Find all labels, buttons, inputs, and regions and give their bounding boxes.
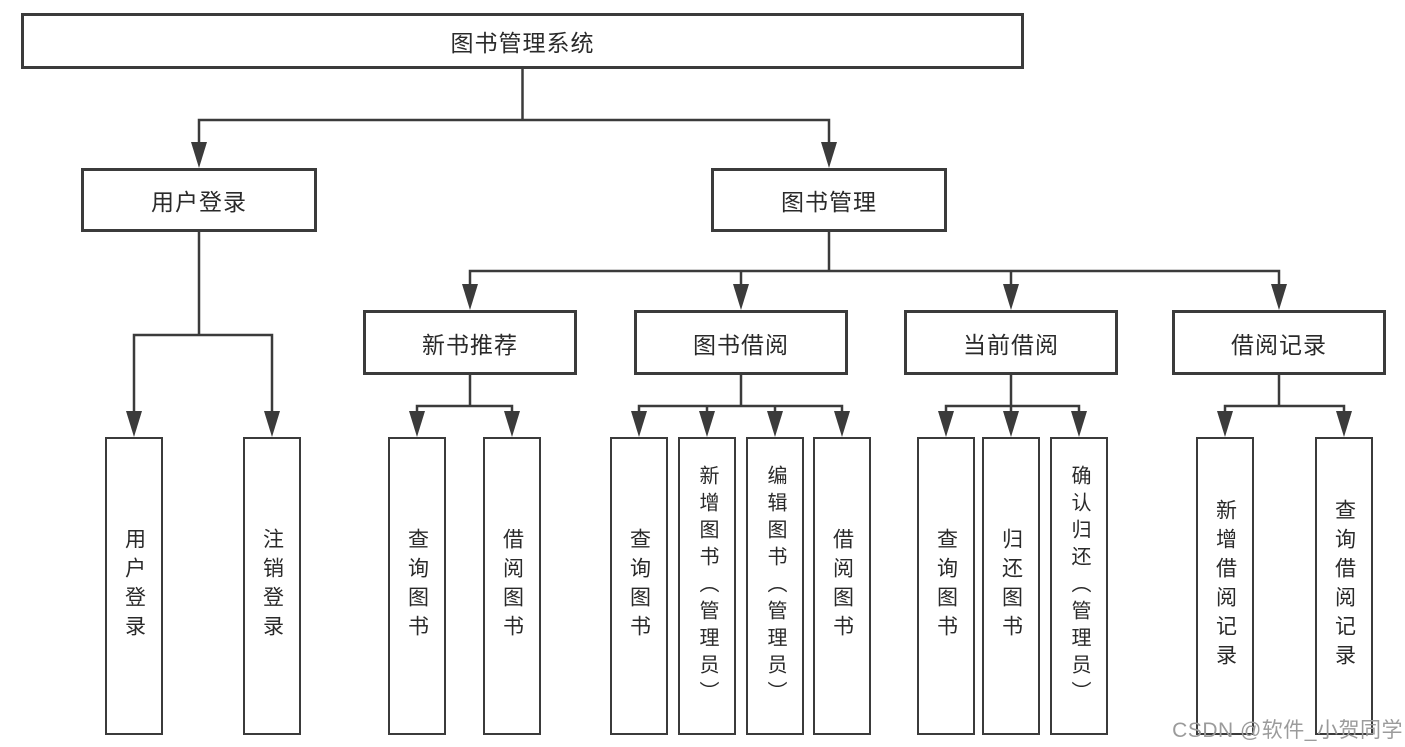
arrowhead-icon	[191, 142, 207, 168]
arrowhead-icon	[938, 411, 954, 437]
arrowhead-icon	[1071, 411, 1087, 437]
node-user-login: 用户登录	[81, 168, 317, 232]
connector-records-to-leaves	[1223, 373, 1346, 416]
arrowhead-icon	[462, 284, 478, 310]
node-current-borrow: 当前借阅	[904, 310, 1118, 375]
arrowhead-icon	[1217, 411, 1233, 437]
arrowhead-icon	[834, 411, 850, 437]
csdn-watermark: CSDN @软件_小贺同学	[1172, 719, 1403, 742]
leaf-borrow-books-recommend: 借阅图书	[483, 437, 541, 735]
connector-login-to-leaves	[132, 230, 274, 416]
leaf-edit-books-admin: 编辑图书（管理员）	[746, 437, 804, 735]
leaf-user-login: 用户登录	[105, 437, 163, 735]
arrowhead-icon	[767, 411, 783, 437]
node-book-management: 图书管理	[711, 168, 947, 232]
leaf-logout: 注销登录	[243, 437, 301, 735]
arrowhead-icon	[821, 142, 837, 168]
arrowhead-icon	[733, 284, 749, 310]
arrowheads	[126, 142, 1352, 437]
leaf-query-borrow-record: 查询借阅记录	[1315, 437, 1373, 735]
node-new-book-recommend: 新书推荐	[363, 310, 577, 375]
leaf-query-books-current: 查询图书	[917, 437, 975, 735]
leaf-query-books-recommend: 查询图书	[388, 437, 446, 735]
arrowhead-icon	[264, 411, 280, 437]
leaf-borrow-books: 借阅图书	[813, 437, 871, 735]
arrowhead-icon	[504, 411, 520, 437]
arrowhead-icon	[409, 411, 425, 437]
node-book-borrow: 图书借阅	[634, 310, 848, 375]
connector-mgmt-to-l3	[468, 230, 1281, 290]
node-borrow-records: 借阅记录	[1172, 310, 1386, 375]
leaf-add-borrow-record: 新增借阅记录	[1196, 437, 1254, 735]
arrowhead-icon	[1271, 284, 1287, 310]
arrowhead-icon	[1003, 284, 1019, 310]
arrowhead-icon	[1003, 411, 1019, 437]
connector-lines	[132, 67, 1346, 416]
connector-recommend-to-leaves	[415, 373, 514, 416]
leaf-add-books-admin: 新增图书（管理员）	[678, 437, 736, 735]
leaf-query-books-borrow: 查询图书	[610, 437, 668, 735]
leaf-confirm-return-admin: 确认归还（管理员）	[1050, 437, 1108, 735]
node-library-management-system: 图书管理系统	[21, 13, 1024, 69]
arrowhead-icon	[631, 411, 647, 437]
leaf-return-books: 归还图书	[982, 437, 1040, 735]
arrowhead-icon	[126, 411, 142, 437]
connector-root-to-l2	[197, 67, 831, 148]
connector-borrow-to-leaves	[637, 373, 844, 416]
connector-current-to-leaves	[944, 373, 1081, 416]
arrowhead-icon	[1336, 411, 1352, 437]
arrowhead-icon	[699, 411, 715, 437]
